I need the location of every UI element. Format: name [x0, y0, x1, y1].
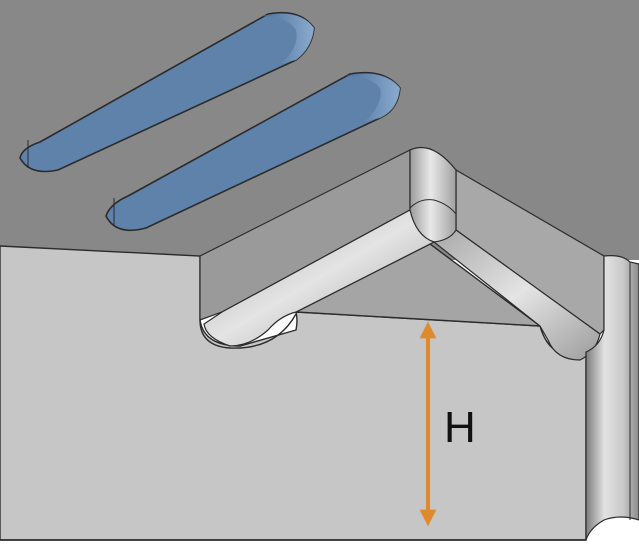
corner-fillet	[409, 146, 457, 243]
slot-2	[105, 71, 401, 232]
notch-fillet-left	[199, 313, 297, 349]
height-dimension-label: H	[444, 403, 476, 452]
side-cylinder	[585, 255, 639, 541]
slot-1	[19, 11, 315, 173]
